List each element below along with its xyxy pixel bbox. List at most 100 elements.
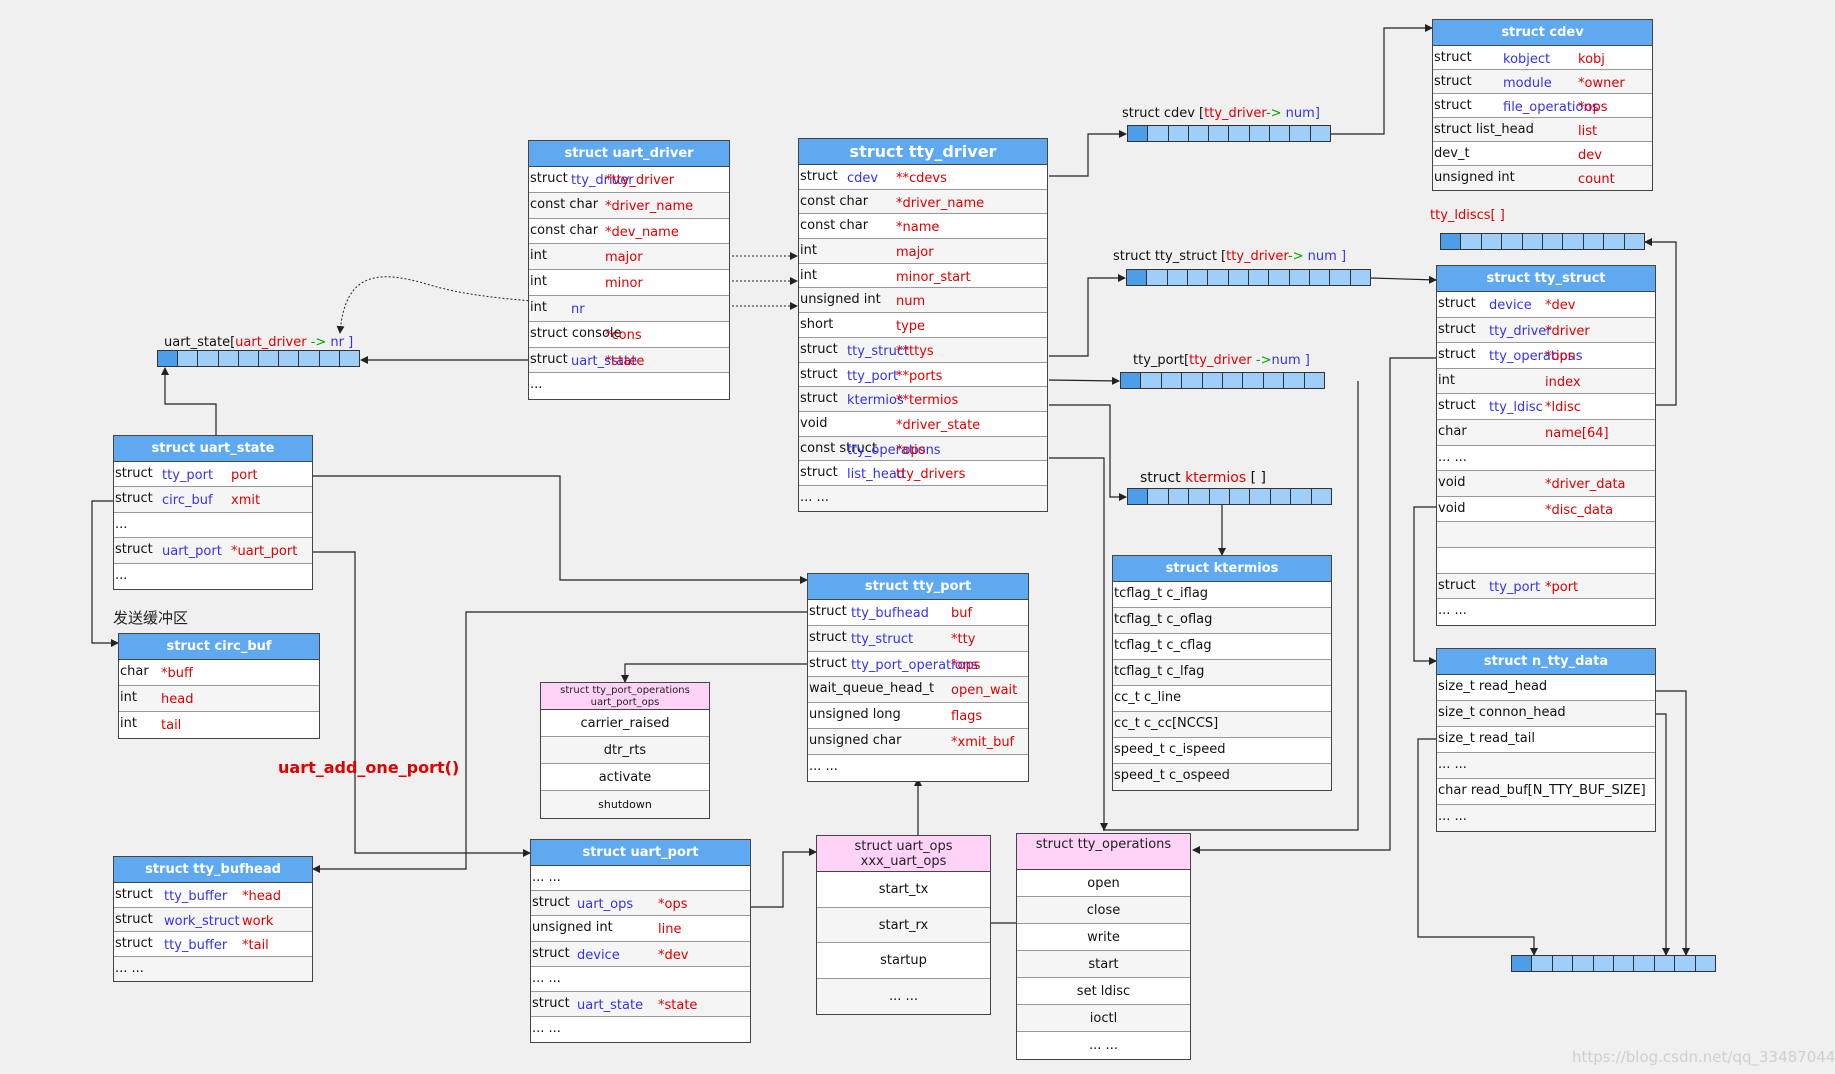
field-name: kobj <box>1578 52 1605 67</box>
array-cell <box>1305 373 1324 388</box>
array-cell <box>1604 234 1625 249</box>
method-row: activate <box>541 764 709 791</box>
box-subtitle-line: uart_port_ops <box>590 697 660 708</box>
field-type: struct <box>530 351 568 367</box>
box-title: struct tty_bufhead <box>114 857 312 883</box>
array-cell <box>1147 270 1168 285</box>
connector <box>1103 381 1359 831</box>
box-title: struct ktermios <box>1113 556 1331 582</box>
label-arrow: -> <box>306 335 327 350</box>
field-type: speed_t c_ospeed <box>1114 768 1230 783</box>
connector <box>1656 690 1690 956</box>
label-pre: tty_port[ <box>1133 353 1190 368</box>
field-struct-type: nr <box>571 301 585 317</box>
field-row: tcflag_t c_lfag <box>1113 660 1331 686</box>
field-type: const char <box>530 196 599 212</box>
field-row: ... ... <box>1437 446 1655 472</box>
label-mid: uart_driver <box>235 335 307 350</box>
field-row: cc_t c_cc[NCCS] <box>1113 712 1331 738</box>
field-type: int <box>530 299 547 315</box>
field-type: dev_t <box>1434 146 1470 161</box>
label-pre: struct <box>1140 470 1186 486</box>
field-struct-type: uart_ops <box>577 897 634 913</box>
box-title-line: struct uart_ops <box>854 839 953 854</box>
field-struct-type: list_head <box>847 467 906 483</box>
field-type: void <box>800 415 828 431</box>
field-type: ... <box>115 516 128 532</box>
array-cell <box>1189 489 1210 504</box>
method-row: open <box>1017 870 1190 897</box>
array-cell <box>1243 373 1264 388</box>
field-type: struct <box>1434 50 1472 65</box>
field-struct-type: tty_struct <box>847 343 910 359</box>
field-type: char <box>120 664 149 679</box>
field-type: ... ... <box>800 489 829 505</box>
field-name: *buff <box>161 666 193 681</box>
field-type: const char <box>800 218 869 234</box>
field-type: struct <box>1438 321 1476 337</box>
field-row: int major <box>529 244 729 271</box>
field-name: *ops <box>896 442 926 458</box>
field-type: speed_t c_ispeed <box>1114 742 1226 757</box>
array-cell <box>198 351 219 366</box>
field-struct-type: tty_bufhead <box>851 606 929 621</box>
field-name: major <box>605 250 643 266</box>
array-cell <box>1441 234 1462 249</box>
function-name-label: uart_add_one_port() <box>278 758 460 777</box>
field-struct-type: work_struct <box>164 913 240 929</box>
field-row: tcflag_t c_iflag <box>1113 582 1331 608</box>
field-type: unsigned long <box>809 707 901 723</box>
array-cell <box>1290 126 1311 141</box>
tty-ldiscs-label: tty_ldiscs[ ] <box>1430 208 1505 223</box>
label-uart-state-array: uart_state[uart_driver -> nr ] <box>164 335 353 350</box>
field-name: **cdevs <box>896 171 947 186</box>
field-name: *ops <box>658 897 688 913</box>
field-row: struct console*cons <box>529 322 729 348</box>
label-post: [ ] <box>1246 470 1266 486</box>
label-ktermios-array: struct ktermios [ ] <box>1140 470 1266 486</box>
field-name: **ports <box>896 368 943 384</box>
field-type: struct <box>1438 347 1476 363</box>
array-cell <box>1188 270 1209 285</box>
label-mid: tty_driver <box>1189 353 1252 368</box>
method-row: dtr_rts <box>541 737 709 764</box>
label-cdev-array: struct cdev [tty_driver-> num] <box>1122 106 1320 121</box>
field-type: unsigned int <box>532 920 613 936</box>
array-cell <box>1162 373 1183 388</box>
field-name: tty_drivers <box>896 467 966 483</box>
field-type: struct <box>115 466 153 481</box>
box-title: struct tty_struct <box>1437 266 1655 292</box>
field-name: *dev_name <box>605 224 679 240</box>
field-type: struct <box>1438 577 1476 593</box>
field-struct-type: tty_buffer <box>164 938 228 953</box>
field-name: **ttys <box>896 343 934 359</box>
tty-port-array <box>1120 372 1325 389</box>
field-type: int <box>530 248 547 264</box>
field-row: ... ... <box>799 485 1047 511</box>
array-cell <box>1532 956 1553 971</box>
array-cell <box>219 351 239 366</box>
field-type: struct <box>800 366 838 382</box>
array-cell <box>1203 373 1224 388</box>
field-struct-type: circ_buf <box>162 493 213 509</box>
array-cell <box>1210 489 1231 504</box>
array-cell <box>259 351 280 366</box>
method-row: start_tx <box>817 872 990 908</box>
field-type: ... <box>530 377 543 393</box>
field-type: tcflag_t c_oflag <box>1114 612 1213 627</box>
field-type: struct <box>809 655 847 671</box>
field-type: ... ... <box>115 960 144 976</box>
field-type: wait_queue_head_t <box>809 681 935 697</box>
field-type: ... ... <box>1438 603 1467 619</box>
